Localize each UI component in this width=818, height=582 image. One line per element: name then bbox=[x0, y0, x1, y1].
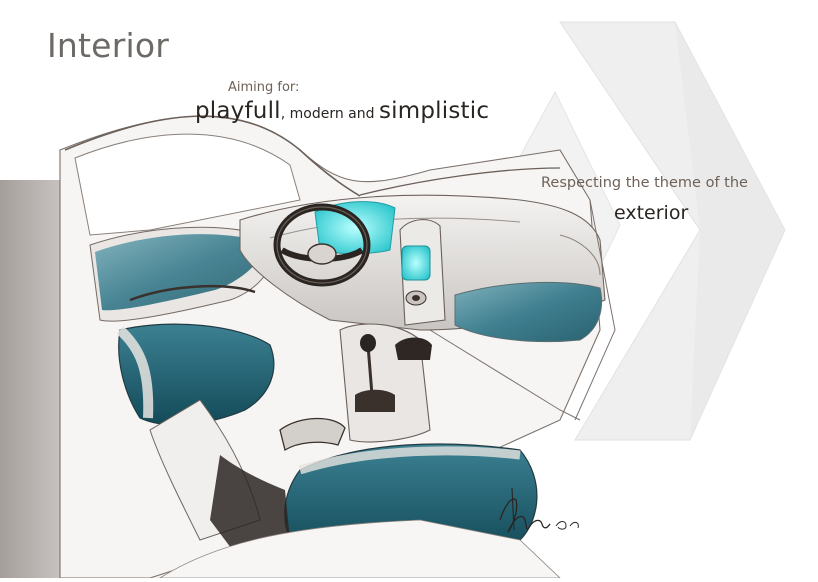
theme-line: Respecting the theme of the bbox=[541, 175, 748, 191]
steering-wheel bbox=[273, 203, 371, 287]
center-console bbox=[399, 219, 446, 326]
handbrake bbox=[279, 417, 346, 452]
gear-shifter bbox=[339, 323, 432, 443]
keyword-simplistic: simplistic bbox=[378, 98, 490, 124]
aim-intro: Aiming for: bbox=[228, 80, 300, 95]
aim-keywords: playfull, modern and simplistic bbox=[195, 98, 489, 124]
keyword-joiner: , modern and bbox=[280, 106, 379, 122]
keyword-playfull: playfull bbox=[195, 98, 281, 124]
signature bbox=[499, 487, 579, 533]
theme-keyword: exterior bbox=[614, 202, 689, 224]
center-display bbox=[401, 245, 431, 281]
dash-trim bbox=[454, 281, 603, 343]
page-title: Interior bbox=[47, 26, 169, 65]
door-panel bbox=[89, 226, 277, 322]
